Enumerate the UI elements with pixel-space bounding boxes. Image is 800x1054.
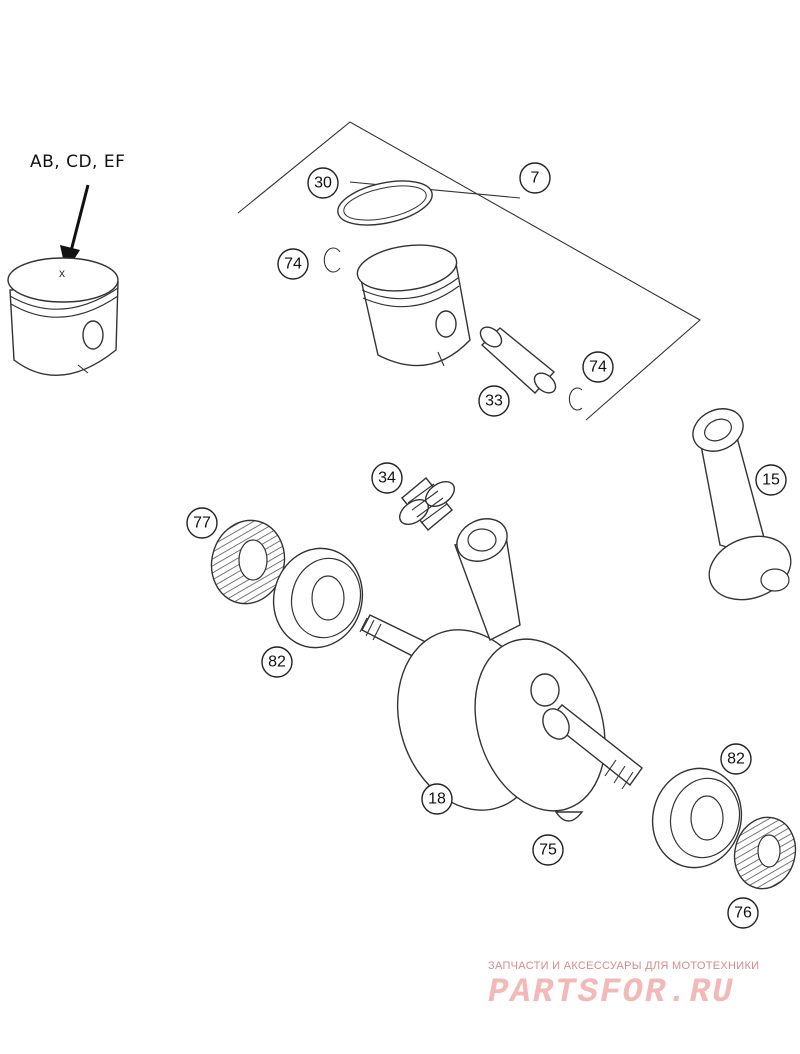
piston — [356, 244, 471, 367]
piston-variant-illustration: x — [7, 257, 119, 376]
callout-30: 30 — [307, 167, 339, 199]
piston-pin — [479, 326, 557, 394]
svg-text:33: 33 — [485, 393, 503, 410]
watermark-logo: PARTSFOR.RU — [488, 974, 735, 1012]
piston-variant-label: AB, CD, EF — [30, 152, 126, 172]
callout-18: 18 — [421, 783, 453, 815]
svg-text:x: x — [59, 266, 65, 280]
svg-text:30: 30 — [314, 175, 332, 192]
kit-bracket — [237, 121, 701, 421]
callout-33: 33 — [478, 385, 510, 417]
callout-82-right: 82 — [720, 743, 752, 775]
callout-76: 76 — [727, 897, 759, 929]
svg-text:74: 74 — [284, 256, 302, 273]
svg-text:34: 34 — [378, 470, 396, 487]
piston-ring — [337, 180, 433, 226]
svg-text:76: 76 — [734, 905, 752, 922]
svg-text:7: 7 — [531, 170, 540, 187]
oil-seal-left — [210, 519, 286, 605]
circlip-left — [323, 247, 341, 273]
callout-15: 15 — [755, 464, 787, 496]
watermark-tagline: ЗАПЧАСТИ И АКСЕССУАРЫ ДЛЯ МОТОТЕХНИКИ — [488, 960, 760, 972]
svg-text:82: 82 — [268, 654, 286, 671]
crankshaft — [359, 518, 643, 812]
svg-text:75: 75 — [539, 842, 557, 859]
callout-82-left: 82 — [261, 646, 293, 678]
connecting-rod — [692, 408, 792, 601]
ball-bearing-left — [272, 547, 364, 649]
callout-77: 77 — [186, 507, 218, 539]
circlip-right — [568, 387, 583, 411]
svg-text:77: 77 — [193, 515, 211, 532]
callout-74-right: 74 — [582, 351, 614, 383]
svg-text:15: 15 — [762, 472, 780, 489]
svg-text:74: 74 — [589, 359, 607, 376]
svg-text:18: 18 — [428, 791, 446, 808]
woodruff-key — [554, 811, 584, 822]
ball-bearing-right — [651, 767, 743, 869]
callout-7: 7 — [519, 162, 551, 194]
callout-74-left: 74 — [277, 248, 309, 280]
callout-75: 75 — [532, 834, 564, 866]
oil-seal-right — [733, 816, 797, 890]
callout-34: 34 — [371, 462, 403, 494]
needle-bearing — [398, 477, 456, 531]
svg-text:82: 82 — [727, 751, 745, 768]
